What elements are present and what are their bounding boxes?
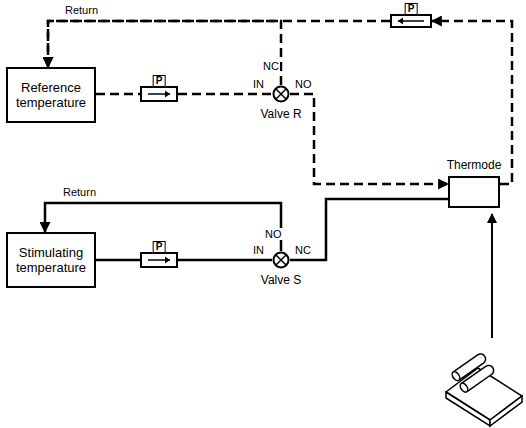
- box-label: Stimulating temperature: [8, 245, 94, 275]
- pump-label: P: [153, 241, 166, 253]
- port-label: NC: [294, 244, 312, 256]
- pump-label: P: [153, 75, 166, 87]
- valve-circle: [272, 85, 290, 103]
- valve-symbol: Valve S: [272, 251, 290, 269]
- flow-line: [432, 21, 512, 184]
- valve-symbol: Valve R: [272, 85, 290, 103]
- pump-box: P: [140, 86, 178, 102]
- flow-label: Return: [62, 186, 97, 198]
- pump-label: P: [405, 3, 418, 15]
- port-label: NC: [262, 60, 280, 72]
- port-label: IN: [252, 78, 265, 90]
- flow-line: [290, 94, 448, 184]
- pointer-arrow: [491, 214, 493, 338]
- box-label: Reference temperature: [8, 80, 94, 110]
- pump-box: P: [140, 252, 178, 268]
- pump-arrow: [142, 254, 180, 270]
- process-box: Reference temperature: [6, 67, 96, 123]
- flow-line: [96, 93, 140, 96]
- thermode-label: Thermode: [446, 158, 503, 172]
- pump-arrow: [142, 88, 180, 104]
- flow-label: Return: [64, 4, 99, 16]
- valve-label: Valve R: [259, 107, 302, 121]
- flow-line: [178, 93, 272, 96]
- valve-label: Valve S: [260, 273, 302, 287]
- flow-line: [48, 21, 390, 67]
- pump-box: P: [390, 14, 432, 28]
- flow-line: [96, 259, 140, 262]
- finger-block: [446, 352, 522, 426]
- valve-circle: [272, 251, 290, 269]
- thermode-box: Thermode: [448, 176, 500, 208]
- pump-arrow: [392, 16, 434, 30]
- port-label: NO: [264, 228, 283, 240]
- port-label: IN: [252, 244, 265, 256]
- port-label: NO: [294, 78, 313, 90]
- process-box: Stimulating temperature: [6, 232, 96, 288]
- flow-line: [290, 199, 448, 260]
- flow-line: [178, 259, 272, 262]
